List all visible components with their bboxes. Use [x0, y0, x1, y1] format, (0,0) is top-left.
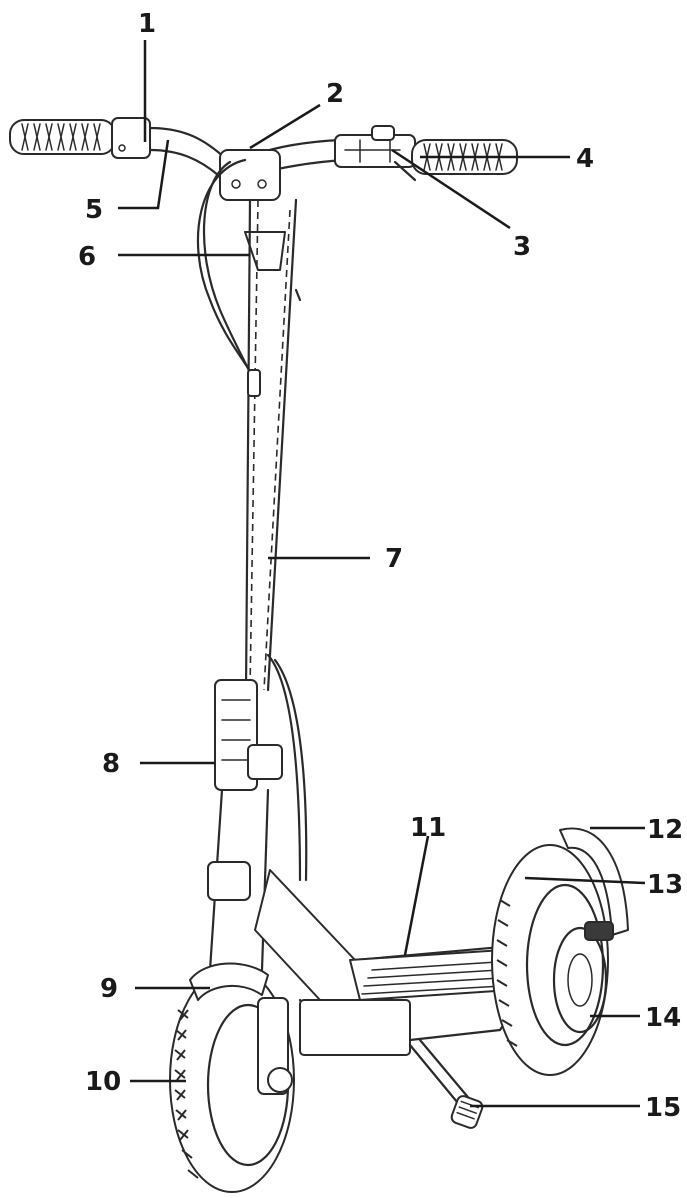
callout-1: 1: [138, 9, 156, 39]
callout-2: 2: [326, 79, 344, 109]
stem: [244, 198, 302, 692]
head-tube: [207, 788, 270, 972]
callout-4: 4: [576, 144, 594, 174]
callout-7: 7: [385, 544, 403, 574]
callout-11: 11: [410, 813, 446, 843]
folding-mechanism: [214, 653, 308, 882]
callout-3: 3: [513, 232, 531, 262]
callout-15: 15: [645, 1093, 681, 1123]
callout-numbers: 1 2 3 4 5 6 7 8 9 10 11 12 13 14 15: [78, 9, 683, 1123]
leader-5: [118, 139, 170, 210]
callout-14: 14: [645, 1003, 681, 1033]
callout-leaders: [118, 40, 646, 1108]
leader-3: [391, 148, 511, 230]
callout-10: 10: [85, 1067, 121, 1097]
callout-5: 5: [85, 195, 103, 225]
callout-6: 6: [78, 242, 96, 272]
leader-11: [403, 835, 430, 956]
callout-13: 13: [647, 870, 683, 900]
callout-9: 9: [100, 974, 118, 1004]
leader-2: [249, 103, 321, 150]
callout-12: 12: [647, 815, 683, 845]
right-brake-lever: [334, 125, 417, 182]
handlebar-assembly: [9, 117, 518, 271]
front-wheel: [169, 962, 295, 1193]
rear-wheel: [491, 827, 629, 1076]
kickstand: [408, 1038, 484, 1129]
leader-13: [524, 876, 646, 885]
callout-8: 8: [102, 749, 120, 779]
left-grip: [9, 117, 151, 159]
